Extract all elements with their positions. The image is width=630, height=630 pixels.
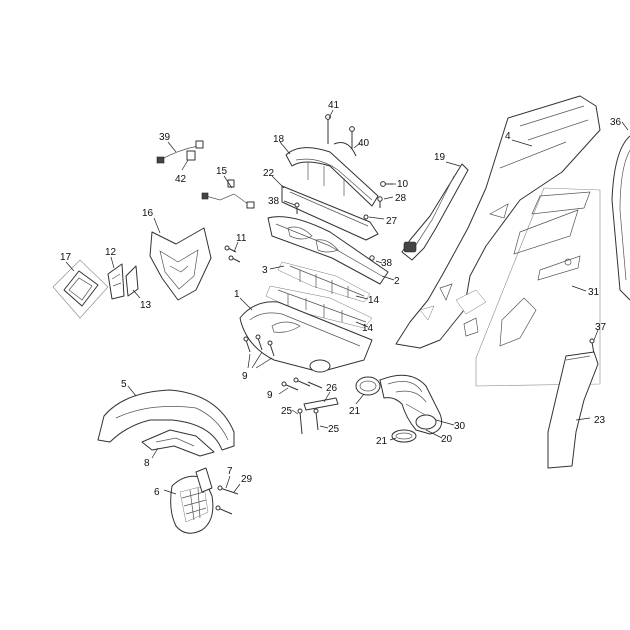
callout-16: 16 (142, 208, 154, 219)
callout-4: 4 (505, 131, 511, 142)
part-3-14-filter (265, 261, 373, 329)
callout-21-upper: 21 (349, 406, 361, 417)
part-8-fender-bracket (141, 429, 215, 459)
part-36-rear-part (611, 121, 630, 301)
part-4-side-panel (395, 95, 601, 349)
callout-22: 22 (263, 168, 275, 179)
callout-14-upper: 14 (368, 295, 380, 306)
callout-40: 40 (358, 138, 370, 149)
part-6-7-29-disc-guard (163, 467, 241, 534)
part-17-lens-frame (52, 259, 109, 319)
callout-20: 20 (441, 434, 453, 445)
callout-13: 13 (140, 300, 152, 311)
callout-36: 36 (610, 117, 622, 128)
callout-38-right: 38 (381, 258, 393, 269)
callout-25-left: 25 (281, 406, 293, 417)
callout-8: 8 (144, 458, 150, 469)
callout-12: 12 (105, 247, 117, 258)
callout-17: 17 (60, 252, 72, 263)
callout-9-upper: 9 (242, 371, 248, 382)
callout-18: 18 (273, 134, 285, 145)
callout-5: 5 (121, 379, 127, 390)
callout-25-right: 25 (328, 424, 340, 435)
callout-3: 3 (262, 265, 268, 276)
callout-37: 37 (595, 322, 607, 333)
callout-28: 28 (395, 193, 407, 204)
part-25-26-bracket-bolts (291, 391, 339, 435)
part-12-13-brackets (107, 256, 141, 300)
part-9-screws (243, 334, 323, 395)
part-5-front-fender (97, 385, 235, 451)
part-11-screws (224, 241, 241, 263)
callout-11: 11 (236, 233, 247, 244)
part-10-27-28-fasteners (363, 181, 396, 220)
callout-31: 31 (588, 287, 600, 298)
part-23-37-number-plate (547, 329, 599, 469)
part-16-headlight-mask (149, 217, 212, 301)
part-39-42-15-wiring (156, 140, 255, 209)
callout-15: 15 (216, 166, 228, 177)
callout-labels: 17 12 13 16 39 42 15 11 41 40 18 10 28 2… (60, 100, 622, 498)
callout-42: 42 (175, 174, 187, 185)
callout-26: 26 (326, 383, 338, 394)
callout-14-lower: 14 (362, 323, 374, 334)
callout-30: 30 (454, 421, 466, 432)
callout-19: 19 (434, 152, 446, 163)
callout-10: 10 (397, 179, 409, 190)
callout-9-lower: 9 (267, 390, 273, 401)
callout-39: 39 (159, 132, 171, 143)
callout-21-lower: 21 (376, 436, 388, 447)
callout-2: 2 (394, 276, 400, 287)
part-31-decal-frame (475, 187, 601, 387)
part-18-40-41-rack (279, 109, 379, 207)
callout-41: 41 (328, 100, 340, 111)
callout-1: 1 (234, 289, 240, 300)
callout-7: 7 (227, 466, 233, 477)
part-2-airbox-cover (267, 216, 395, 285)
callout-27: 27 (386, 216, 398, 227)
part-20-21-30-intake-duct (355, 374, 455, 443)
callout-29: 29 (241, 474, 253, 485)
part-22-seat-cover (271, 175, 379, 241)
part-19-side-trim (401, 161, 469, 261)
callout-23: 23 (594, 415, 606, 426)
callout-38-left: 38 (268, 196, 280, 207)
callout-6: 6 (154, 487, 160, 498)
